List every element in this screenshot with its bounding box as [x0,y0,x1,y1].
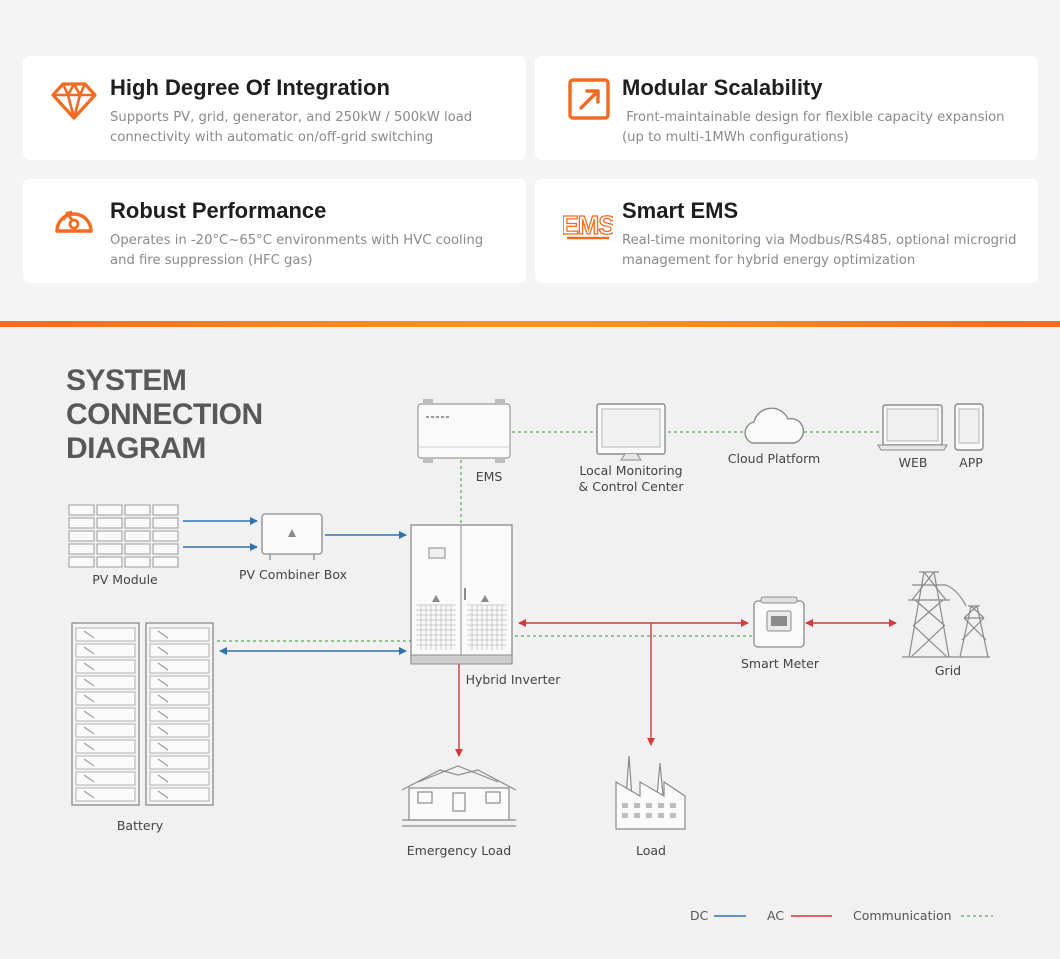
inverter-label: Hybrid Inverter [466,672,562,687]
laptop-icon [877,404,948,451]
expand-arrow-icon [568,78,610,120]
pv-module-label: PV Module [92,572,158,587]
ems-icon: EMS [563,209,613,240]
feature-card-ems: EMS Smart EMS Real-time monitoring via M… [535,179,1038,283]
house-icon [401,765,517,827]
web-label: WEB [899,455,928,470]
ac-lines [455,619,897,757]
diamond-icon [51,82,97,120]
dc-lines [183,517,407,655]
phone-icon [954,403,984,451]
feature-description: Real-time monitoring via Modbus/RS485, o… [622,233,1017,268]
ems-label: EMS [476,469,503,484]
load-label: Load [636,843,666,858]
cloud-icon [744,407,805,444]
heading-line: DIAGRAM [66,432,206,465]
hybrid-inverter-icon [410,524,513,665]
smart-meter-icon [753,596,805,648]
ems-device [417,399,511,463]
battery-label: Battery [117,818,164,833]
combiner-label: PV Combiner Box [239,567,347,582]
feature-title: High Degree Of Integration [110,75,390,100]
factory-icon [615,755,686,830]
legend-dc-label: DC [690,908,709,923]
cloud-label: Cloud Platform [728,451,820,466]
meter-label: Smart Meter [741,656,820,671]
diagram-legend: DC AC Communication [690,908,993,923]
communication-lines [217,431,880,642]
heading-line: SYSTEM [66,364,187,397]
pv-module-icon [68,504,179,568]
gauge-icon [55,210,93,233]
feature-title: Smart EMS [622,198,739,223]
feature-title: Robust Performance [110,198,327,223]
monitoring-label: & Control Center [579,479,685,494]
feature-card-scalability: Modular Scalability Front-maintainable d… [535,56,1038,160]
feature-card-performance: Robust Performance Operates in -20°C~65°… [23,179,526,283]
feature-description: Operates in -20°C~65°C environments with… [110,233,484,268]
combiner-box-icon [261,513,323,560]
legend-comm-label: Communication [853,908,952,923]
grid-pylon-icon [902,571,990,658]
feature-title: Modular Scalability [622,75,823,100]
accent-divider [0,321,1060,327]
legend-ac-label: AC [767,908,784,923]
grid-label: Grid [935,663,961,678]
ems-icon-text: EMS [563,210,613,240]
emergency-load-label: Emergency Load [407,843,511,858]
feature-description: Supports PV, grid, generator, and 250kW … [110,110,473,145]
app-label: APP [959,455,983,470]
monitor-icon [596,403,666,461]
diagram-heading: SYSTEM CONNECTION DIAGRAM [66,364,326,466]
monitoring-label: Local Monitoring [579,463,682,478]
feature-card-integration: High Degree Of Integration Supports PV, … [23,56,526,160]
battery-rack-icon [71,622,214,806]
feature-description: Front-maintainable design for flexible c… [622,110,1009,145]
heading-line: CONNECTION [66,398,263,431]
